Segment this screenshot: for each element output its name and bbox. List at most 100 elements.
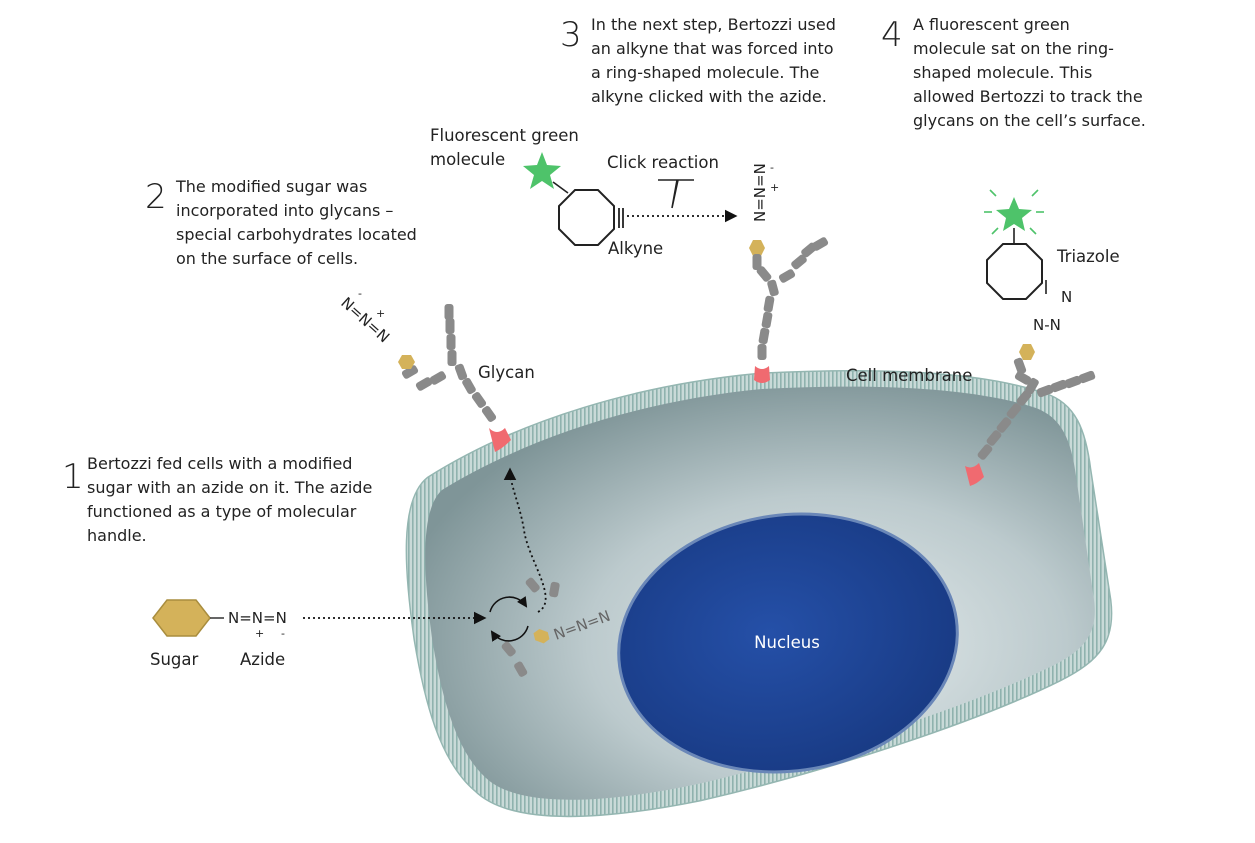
azide-glycan: Glycan N=N=N + - — [337, 287, 535, 452]
glycan-unit — [761, 311, 773, 329]
fluorescent-label-line: Fluorescent green — [430, 126, 579, 145]
glycan-unit — [1025, 377, 1039, 395]
glycan-unit — [752, 254, 762, 270]
step-number: 3 — [560, 15, 582, 55]
fluorescent-alkyne: Fluorescent green molecule Alkyne Click … — [430, 126, 738, 258]
glycan-fragment — [501, 641, 516, 657]
step-number: 2 — [145, 177, 167, 217]
glycan-unit — [1078, 370, 1096, 384]
step-text-line: incorporated into glycans – — [176, 201, 393, 220]
glycan-fragment — [514, 661, 528, 677]
step-number: 1 — [62, 457, 84, 497]
step-text: A fluorescent green molecule sat on the … — [913, 15, 1148, 130]
glycan-unit — [757, 344, 767, 360]
triazole-label: Triazole — [1056, 247, 1120, 266]
azide-label: Azide — [240, 650, 285, 669]
sugar-fragment — [533, 628, 550, 644]
step-text-line: glycans on the cell’s surface. — [913, 111, 1146, 130]
glycan-unit — [767, 279, 779, 297]
membrane-anchor — [489, 428, 511, 452]
azide-minus: - — [358, 287, 362, 300]
glycan-unit — [1016, 390, 1032, 406]
click-mark-icon — [658, 179, 694, 209]
membrane-anchor — [965, 463, 984, 486]
step-4: 4 A fluorescent green molecule sat on th… — [881, 15, 1148, 130]
glycan-transport-arrow — [503, 467, 547, 613]
sugar-hexagon-icon — [152, 599, 211, 637]
glycan-unit — [756, 266, 772, 282]
azide-formula: N=N=N — [751, 163, 769, 222]
glycan-unit — [401, 365, 419, 379]
glycan-unit — [763, 295, 775, 313]
triazole-n: N — [1061, 288, 1072, 306]
glycan-unit — [778, 269, 796, 283]
step-text-line: molecule sat on the ring- — [913, 39, 1114, 58]
azide-glycan-middle: N=N=N - + — [749, 161, 829, 383]
glycan-unit — [791, 254, 807, 270]
azide-plus: + — [255, 627, 264, 640]
glycan-unit — [1013, 357, 1027, 375]
glycan-unit — [758, 327, 770, 345]
cycle-arrow-icon — [490, 625, 529, 642]
alkyne-label: Alkyne — [608, 239, 663, 258]
glycan-chain — [752, 237, 829, 360]
step-2: 2 The modified sugar was incorporated in… — [145, 177, 422, 268]
step-text-line: A fluorescent green — [913, 15, 1070, 34]
glycan-chain — [401, 304, 497, 422]
step-text: In the next step, Bertozzi used an alkyn… — [591, 15, 841, 106]
glycan-unit — [429, 371, 447, 385]
nucleus-label: Nucleus — [754, 633, 820, 652]
glycan-label: Glycan — [478, 363, 535, 382]
glycan-fragment — [549, 581, 560, 598]
glycan-unit — [1014, 371, 1032, 385]
step-text-line: a ring-shaped molecule. The — [591, 63, 819, 82]
glycan-unit — [454, 363, 468, 381]
glycan-unit — [481, 406, 497, 422]
azide-minus: - — [770, 161, 774, 174]
step-3: 3 In the next step, Bertozzi used an alk… — [560, 15, 841, 106]
sugar-hexagon-icon — [398, 355, 415, 369]
step-number: 4 — [881, 15, 903, 55]
cell: Nucleus Cell membrane — [405, 366, 1113, 818]
glycan-chain — [977, 357, 1096, 460]
glycan-unit — [986, 430, 1002, 446]
glycan-unit — [1006, 403, 1022, 419]
step-text: Bertozzi fed cells with a modified sugar… — [87, 454, 377, 545]
green-star-icon — [523, 152, 561, 189]
green-star-icon — [996, 197, 1032, 231]
sugar-azide-molecule: N=N=N + - Sugar Azide — [150, 599, 487, 669]
step-text-line: special carbohydrates located — [176, 225, 417, 244]
nucleus — [617, 512, 959, 774]
glycan-unit — [1064, 375, 1082, 389]
step-1: 1 Bertozzi fed cells with a modified sug… — [62, 454, 377, 545]
glycan-unit — [811, 237, 829, 251]
glycan-unit — [1050, 379, 1068, 393]
cyclooctane-ring-icon — [986, 243, 1043, 300]
glycan-unit — [444, 304, 454, 320]
membrane-anchor — [754, 366, 770, 383]
glycan-fragment — [525, 577, 540, 593]
step-text-line: on the surface of cells. — [176, 249, 358, 268]
triazole-nn: N-N — [1033, 316, 1061, 334]
sugar-label: Sugar — [150, 650, 199, 669]
step-text-line: In the next step, Bertozzi used — [591, 15, 836, 34]
triazole-glycan: N N-N Triazole — [965, 189, 1120, 486]
step-text-line: The modified sugar was — [175, 177, 367, 196]
cycle-arrow-icon — [489, 596, 528, 613]
step-text-line: Bertozzi fed cells with a modified — [87, 454, 352, 473]
step-text-line: an alkyne that was forced into — [591, 39, 834, 58]
step-text-line: sugar with an azide on it. The azide — [87, 478, 372, 497]
cell-membrane-label: Cell membrane — [846, 366, 972, 385]
step-text-line: shaped molecule. This — [913, 63, 1092, 82]
glycan-unit — [1036, 384, 1054, 398]
cyclooctyne-ring-icon — [558, 189, 615, 246]
step-text-line: alkyne clicked with the azide. — [591, 87, 827, 106]
glycan-unit — [996, 417, 1012, 433]
step-text: The modified sugar was incorporated into… — [175, 177, 422, 268]
azide-plus: + — [376, 307, 385, 320]
glow-rays-icon — [984, 189, 1044, 235]
glycan-unit — [471, 392, 487, 408]
fluorescent-label-line: molecule — [430, 150, 505, 169]
glycan-unit — [415, 377, 433, 391]
